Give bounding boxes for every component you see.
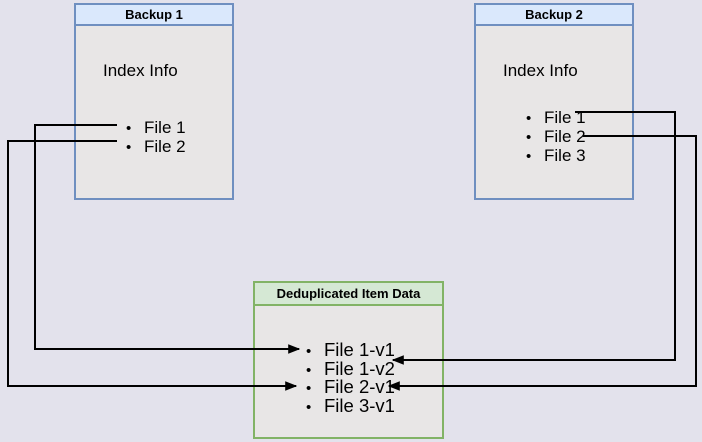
backup2-title: Backup 2 <box>476 5 632 26</box>
backup1-file-list: File 1 File 2 <box>126 118 186 156</box>
dedup-file-3-v1: File 3-v1 <box>306 396 395 416</box>
dedup-file-1-v2: File 1-v2 <box>306 359 395 379</box>
dedup-title: Deduplicated Item Data <box>255 283 442 306</box>
backup2-index-info-label: Index Info <box>503 61 578 80</box>
dedup-item-list: File 1-v1 File 1-v2 File 2-v1 File 3-v1 <box>306 340 395 416</box>
backup1-box: Backup 1 Index Info File 1 File 2 <box>74 3 234 200</box>
backup2-file-list: File 1 File 2 File 3 <box>526 108 586 165</box>
backup1-file-1: File 1 <box>126 118 186 137</box>
backup2-file-2: File 2 <box>526 127 586 146</box>
backup1-title: Backup 1 <box>76 5 232 26</box>
dedup-file-2-v1: File 2-v1 <box>306 377 395 397</box>
dedup-box: Deduplicated Item Data File 1-v1 File 1-… <box>253 281 444 439</box>
backup2-file-3: File 3 <box>526 146 586 165</box>
backup1-file-2: File 2 <box>126 137 186 156</box>
backup1-index-info-label: Index Info <box>103 61 178 80</box>
backup2-file-1: File 1 <box>526 108 586 127</box>
dedup-file-1-v1: File 1-v1 <box>306 340 395 360</box>
backup2-box: Backup 2 Index Info File 1 File 2 File 3 <box>474 3 634 200</box>
